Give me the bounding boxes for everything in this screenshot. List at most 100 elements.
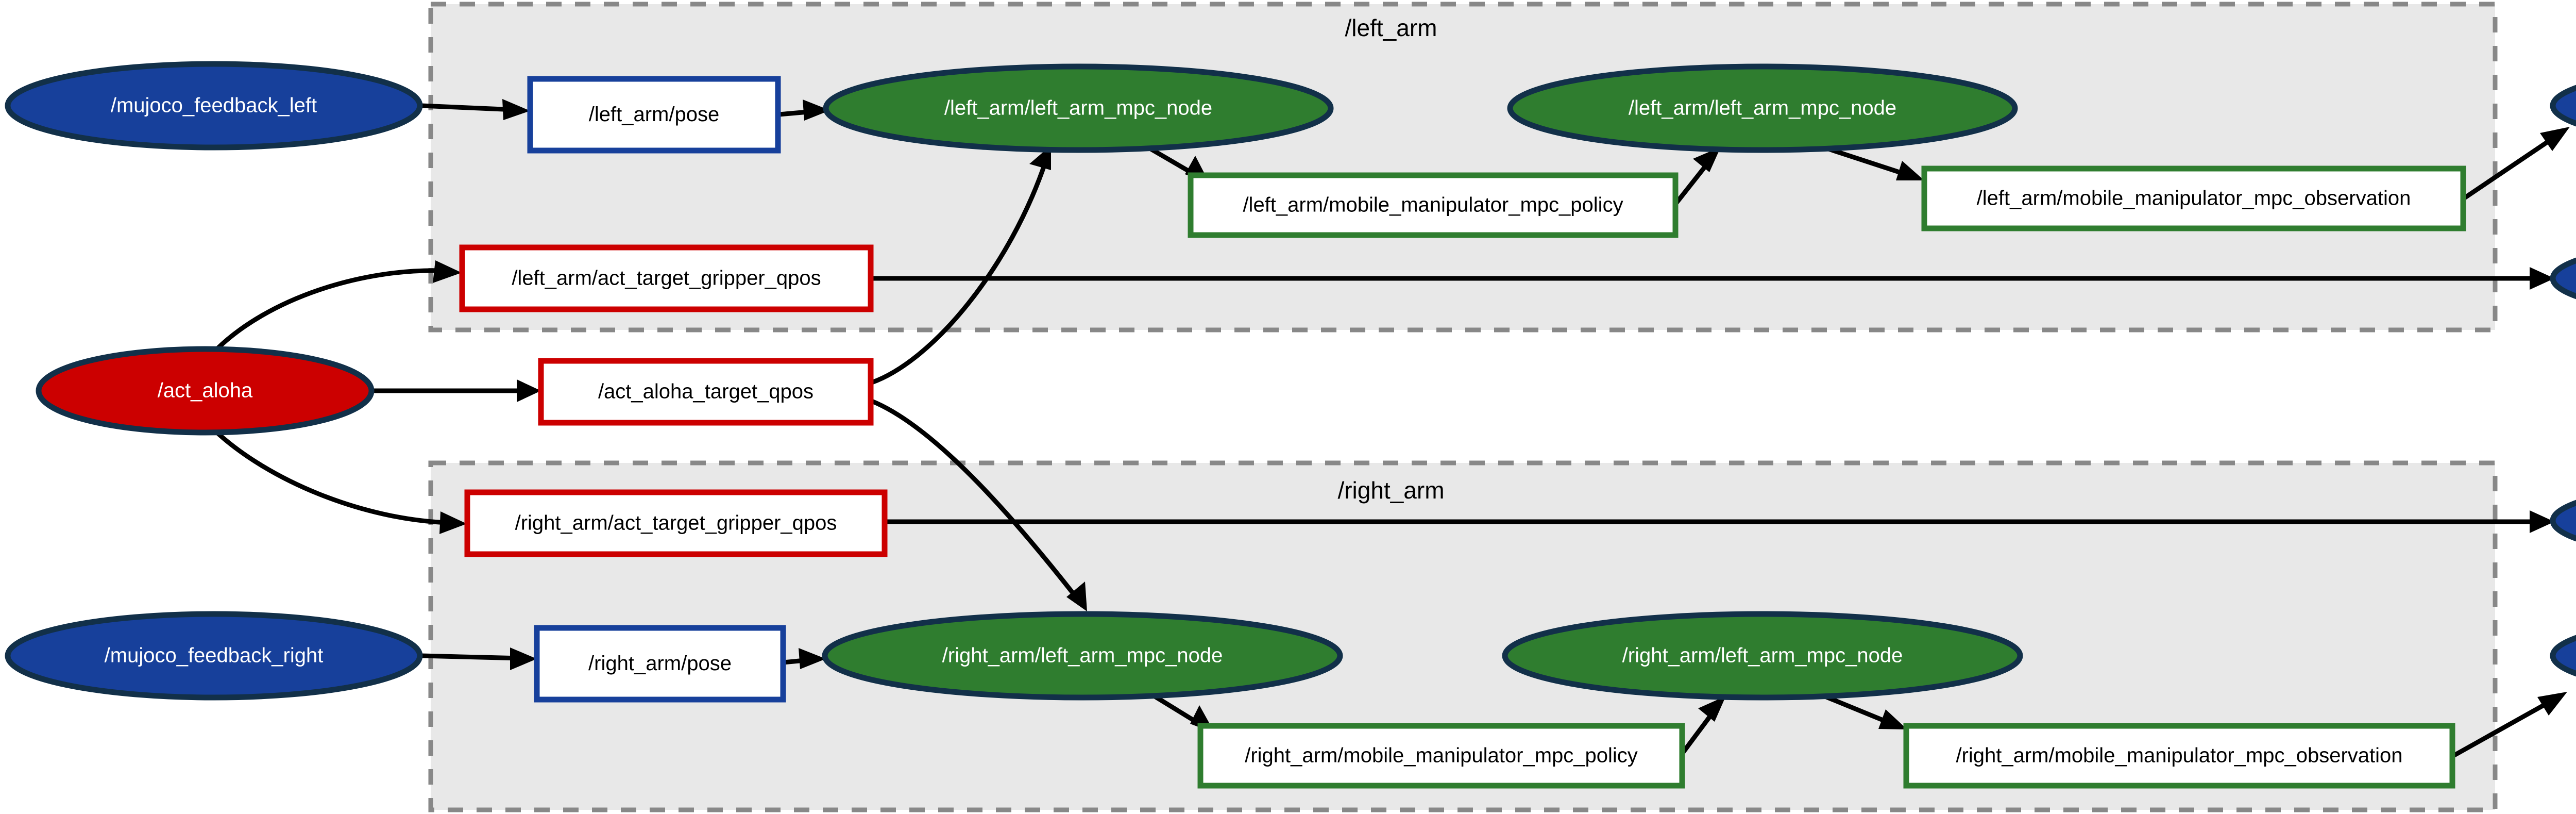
edge-arrowhead-icon <box>2530 510 2554 533</box>
ros-topic-right_arm_pose[interactable]: /right_arm/pose <box>534 625 786 703</box>
ros-topic-left_arm_mpc_observation[interactable]: /left_arm/mobile_manipulator_mpc_observa… <box>1921 165 2466 231</box>
edge-left_arm_mpc_node_b-to-left_arm_mpc_observation <box>1823 145 1924 180</box>
node-shape-ellipse[interactable] <box>1502 611 2023 701</box>
ros-topic-right_arm_act_target_gripper_qpos[interactable]: /right_arm/act_target_gripper_qpos <box>464 489 888 557</box>
edge-line <box>421 653 522 661</box>
node-label: /right_arm/act_target_gripper_qpos <box>515 512 837 535</box>
ros-node-mujoco_feedback_left[interactable]: /mujoco_feedback_left <box>5 61 423 151</box>
node-label: /right_arm/mobile_manipulator_mpc_policy <box>1245 744 1638 767</box>
edge-line <box>2452 698 2554 758</box>
edge-act_aloha-to-right_arm_act_target_gripper_qpos <box>214 430 467 534</box>
ros-topic-left_arm_act_target_gripper_qpos[interactable]: /left_arm/act_target_gripper_qpos <box>459 244 874 312</box>
ros-node-mujoco_actuator_left_gripper[interactable]: /mujoco_actuator_left_gripper <box>2550 237 2576 320</box>
node-label: /left_arm/mobile_manipulator_mpc_policy <box>1243 194 1623 217</box>
ros-node-mujoco_actuator_left_arm[interactable]: /mujoco_actuator_left_arm <box>2550 64 2576 147</box>
ros-node-mujoco_actuator_right_gripper[interactable]: /mujoco_actuator_right_gripper <box>2550 479 2576 562</box>
edge-left_arm_mpc_policy-to-left_arm_mpc_node_b <box>1673 147 1721 206</box>
node-shape-ellipse[interactable] <box>2550 614 2576 697</box>
edge-arrowhead-icon <box>1066 582 1087 611</box>
node-shape-rect[interactable] <box>1197 723 1685 789</box>
edge-mujoco_feedback_left-to-left_arm_pose <box>421 99 530 120</box>
node-shape-ellipse[interactable] <box>2550 479 2576 562</box>
node-shape-ellipse[interactable] <box>823 63 1334 153</box>
edge-arrowhead-icon <box>1878 709 1907 729</box>
edge-mujoco_feedback_right-to-right_arm_pose <box>421 647 537 670</box>
ros-node-left_arm_mpc_node_a[interactable]: /left_arm/left_arm_mpc_node <box>823 63 1334 153</box>
node-label: /mujoco_feedback_right <box>105 644 324 667</box>
ros-topic-right_arm_mpc_policy[interactable]: /right_arm/mobile_manipulator_mpc_policy <box>1197 723 1685 789</box>
edge-line <box>214 268 445 352</box>
edge-arrowhead-icon <box>2537 692 2567 716</box>
ros-node-right_arm_mpc_node_a[interactable]: /right_arm/left_arm_mpc_node <box>822 611 1343 701</box>
edge-arrowhead-icon <box>510 647 537 670</box>
node-shape-rect[interactable] <box>534 625 786 703</box>
edge-arrowhead-icon <box>433 260 462 283</box>
edge-right_arm_mpc_node_b-to-right_arm_mpc_observation <box>1823 693 1907 729</box>
node-shape-ellipse[interactable] <box>822 611 1343 701</box>
ros-topic-act_aloha_target_qpos[interactable]: /act_aloha_target_qpos <box>538 358 874 426</box>
edge-left_arm_mpc_observation-to-mujoco_actuator_left_arm <box>2462 127 2570 201</box>
node-label: /right_arm/pose <box>588 652 732 675</box>
edge-right_arm_mpc_observation-to-mujoco_actuator_right_arm <box>2452 692 2567 758</box>
node-shape-rect[interactable] <box>527 76 781 154</box>
node-label: /left_arm/mobile_manipulator_mpc_observa… <box>1977 187 2411 210</box>
ros-node-act_aloha[interactable]: /act_aloha <box>36 346 375 436</box>
node-label: /left_arm/act_target_gripper_qpos <box>512 267 821 290</box>
node-shape-rect[interactable] <box>538 358 874 426</box>
ros-node-mujoco_feedback_right[interactable]: /mujoco_feedback_right <box>5 611 423 701</box>
edge-left_arm_pose-to-left_arm_mpc_node_a <box>778 99 830 121</box>
ros-topic-left_arm_pose[interactable]: /left_arm/pose <box>527 76 781 154</box>
edge-right_arm_act_target_gripper_qpos-to-mujoco_actuator_right_gripper <box>885 510 2554 533</box>
edge-line <box>871 160 1048 385</box>
cluster-label-left_arm: /left_arm <box>1345 14 1437 41</box>
node-shape-rect[interactable] <box>1903 723 2455 789</box>
node-shape-rect[interactable] <box>1921 165 2466 231</box>
edge-line <box>1823 693 1893 726</box>
ros-node-right_arm_mpc_node_b[interactable]: /right_arm/left_arm_mpc_node <box>1502 611 2023 701</box>
edge-act_aloha-to-act_aloha_target_qpos <box>371 379 541 402</box>
node-label: /left_arm/left_arm_mpc_node <box>1629 97 1896 120</box>
nodes-layer: /mujoco_feedback_left/left_arm/pose/left… <box>5 61 2576 789</box>
edge-arrowhead-icon <box>1698 696 1726 722</box>
edge-arrowhead-icon <box>439 511 467 534</box>
edge-arrowhead-icon <box>1896 161 1924 180</box>
node-shape-rect[interactable] <box>464 489 888 557</box>
edge-line <box>1153 694 1201 726</box>
node-shape-ellipse[interactable] <box>5 61 423 151</box>
edge-line <box>421 103 516 112</box>
cluster-label-right_arm: /right_arm <box>1337 477 1444 504</box>
edge-arrowhead-icon <box>2530 267 2554 290</box>
node-label: /mujoco_feedback_left <box>111 94 317 117</box>
ros-node-left_arm_mpc_node_b[interactable]: /left_arm/left_arm_mpc_node <box>1507 63 2018 153</box>
node-shape-ellipse[interactable] <box>2550 64 2576 147</box>
edge-arrowhead-icon <box>803 99 830 121</box>
node-label: /act_aloha_target_qpos <box>598 380 814 403</box>
node-shape-ellipse[interactable] <box>5 611 423 701</box>
edge-right_arm_pose-to-right_arm_mpc_node_a <box>783 648 826 669</box>
edge-arrowhead-icon <box>2540 127 2570 151</box>
edge-arrowhead-icon <box>1693 147 1721 172</box>
edge-line <box>1148 146 1196 176</box>
ros-node-mujoco_actuator_right_arm[interactable]: /mujoco_actuator_right_arm <box>2550 614 2576 697</box>
node-shape-rect[interactable] <box>1188 172 1679 238</box>
node-shape-ellipse[interactable] <box>36 346 375 436</box>
edge-left_arm_act_target_gripper_qpos-to-mujoco_actuator_left_gripper <box>871 267 2554 290</box>
edge-right_arm_mpc_policy-to-right_arm_mpc_node_b <box>1680 696 1726 755</box>
edge-act_aloha_target_qpos-to-right_arm_mpc_node_a <box>871 398 1087 611</box>
node-label: /right_arm/left_arm_mpc_node <box>1622 644 1903 667</box>
node-shape-ellipse[interactable] <box>2550 237 2576 320</box>
edge-line <box>2462 135 2557 201</box>
ros-topic-left_arm_mpc_policy[interactable]: /left_arm/mobile_manipulator_mpc_policy <box>1188 172 1679 238</box>
node-shape-ellipse[interactable] <box>1507 63 2018 153</box>
node-label: /act_aloha <box>158 379 253 402</box>
node-label: /left_arm/left_arm_mpc_node <box>944 97 1212 120</box>
edge-line <box>214 430 450 525</box>
edge-arrowhead-icon <box>799 648 826 669</box>
edge-arrowhead-icon <box>517 379 541 402</box>
node-shape-rect[interactable] <box>459 244 874 312</box>
edge-arrowhead-icon <box>502 99 530 120</box>
edge-act_aloha-to-left_arm_act_target_gripper_qpos <box>214 260 462 352</box>
ros-topic-right_arm_mpc_observation[interactable]: /right_arm/mobile_manipulator_mpc_observ… <box>1903 723 2455 789</box>
